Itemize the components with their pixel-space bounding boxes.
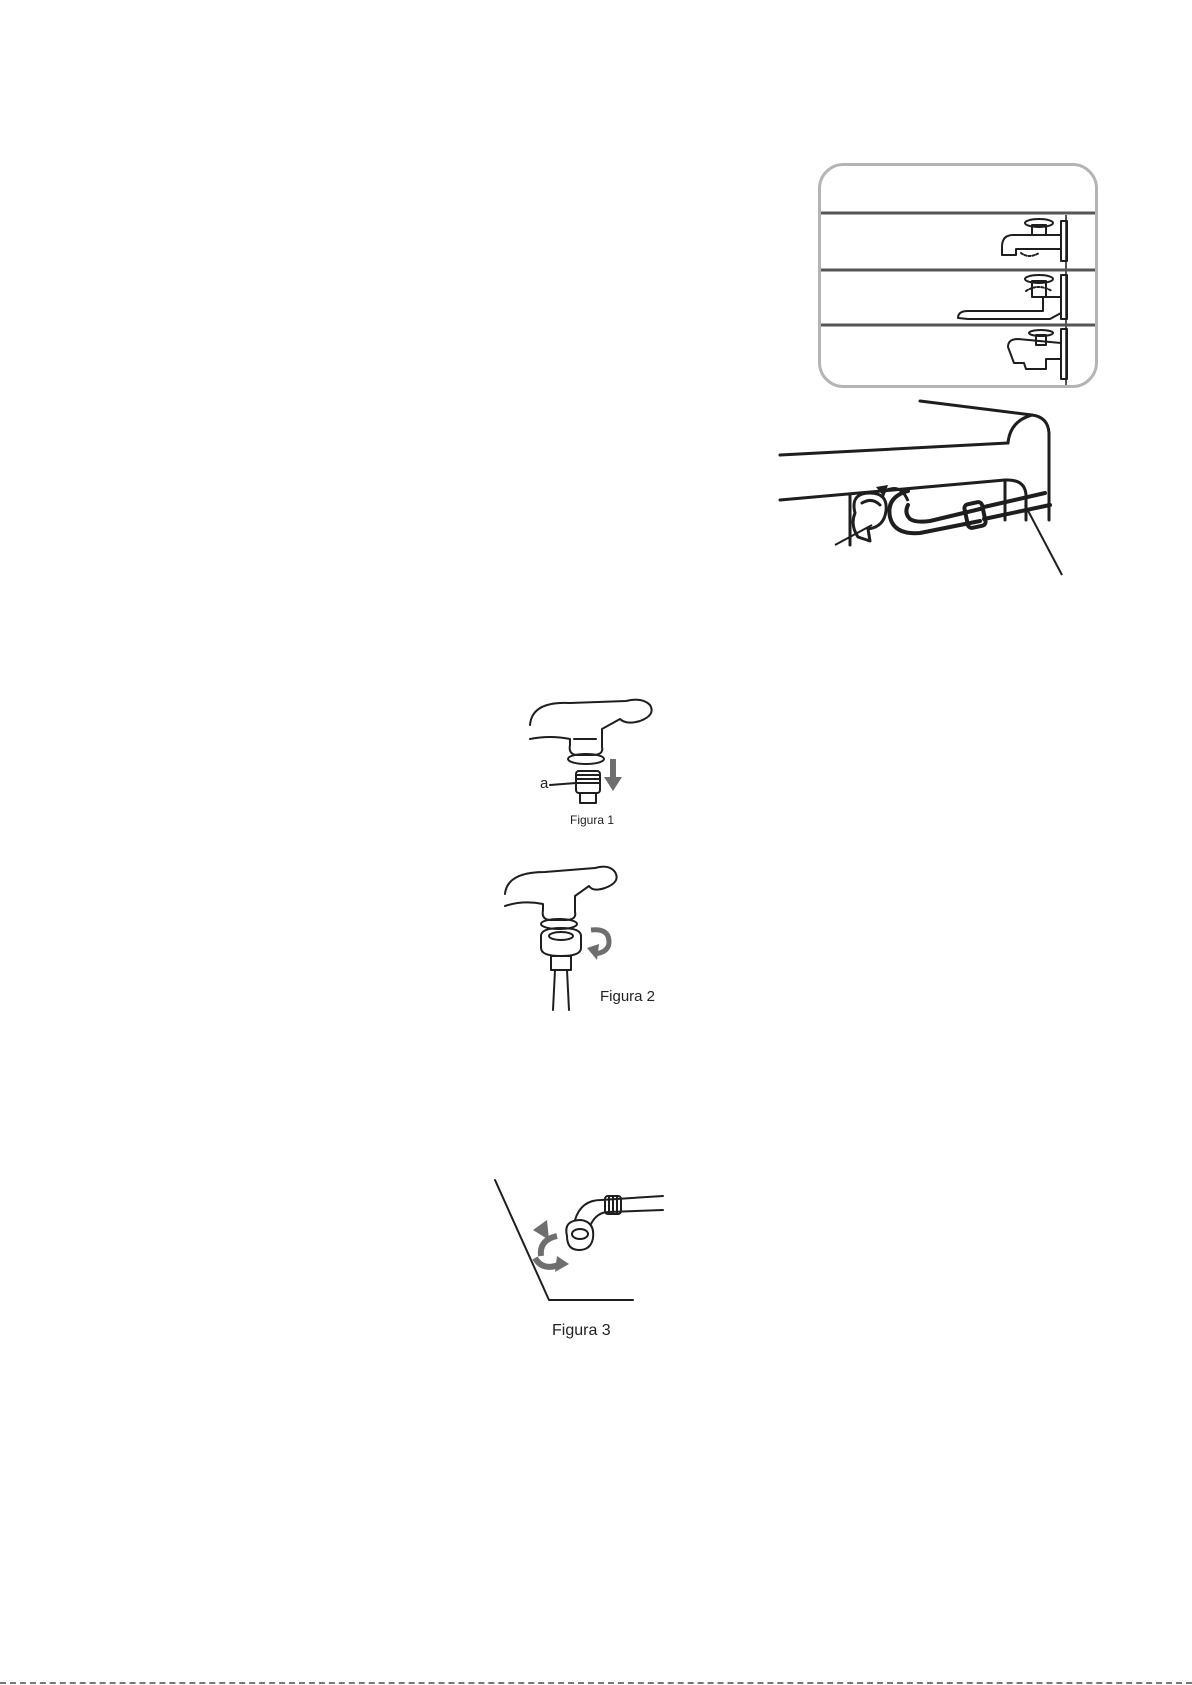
figure-1 (530, 695, 670, 825)
figure-3-caption: Figura 3 (552, 1322, 611, 1340)
figure-1-part-label: a (540, 775, 548, 792)
faucet-types-panel-icon (818, 163, 1098, 388)
figure-2-caption: Figura 2 (600, 988, 655, 1005)
page-bottom-border (0, 1682, 1192, 1684)
figure-3 (495, 1180, 665, 1305)
faucet-types-panel (818, 163, 1098, 388)
machine-inlet-hose-icon (780, 395, 1080, 585)
machine-inlet-figure (780, 395, 1080, 585)
faucet-adapter-icon (530, 695, 670, 825)
hose-to-machine-icon (495, 1180, 665, 1305)
figure-1-caption: Figura 1 (570, 813, 614, 827)
